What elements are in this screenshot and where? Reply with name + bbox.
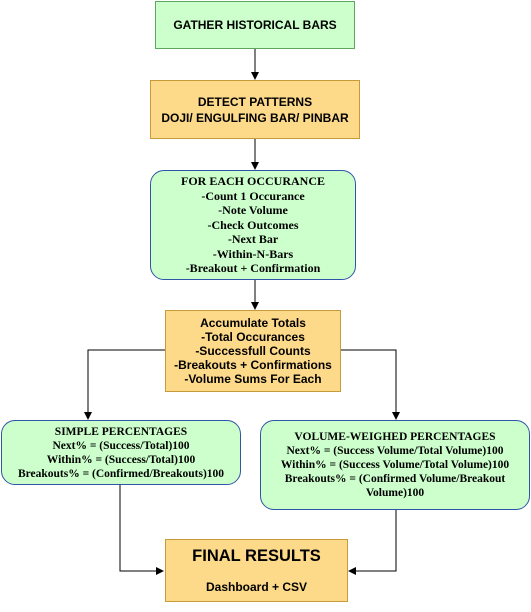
node-final-subtitle: Dashboard + CSV: [205, 580, 308, 594]
edge-simple-to-final: [119, 485, 164, 575]
node-simple-percentages: SIMPLE PERCENTAGES Next% = (Success/Tota…: [1, 420, 241, 485]
node-volume-line-2: Within% = (Success Volume/Total Volume)1…: [280, 459, 510, 471]
node-each-line-1: -Count 1 Occurance: [201, 188, 305, 203]
node-each-line-4: -Next Bar: [227, 232, 279, 247]
node-simple-title: SIMPLE PERCENTAGES: [54, 425, 188, 438]
node-each-line-6: -Breakout + Confirmation: [185, 261, 321, 276]
node-volume-line-4: Volume)100: [365, 487, 425, 499]
node-volume-title: VOLUME-WEIGHED PERCENTAGES: [294, 431, 496, 443]
node-each-title: FOR EACH OCCURANCE: [181, 174, 325, 189]
node-accumulate-line-4: -Breakouts + Confirmations: [174, 358, 332, 372]
node-final-title: FINAL RESULTS: [192, 547, 321, 565]
node-gather-label: GATHER HISTORICAL BARS: [173, 18, 337, 32]
node-accumulate-totals: Accumulate Totals -Total Occurances -Suc…: [165, 310, 341, 392]
node-each-line-2: -Note Volume: [218, 203, 288, 218]
node-accumulate-line-3: -Successfull Counts: [195, 344, 311, 358]
node-detect-line-1: DETECT PATTERNS: [197, 94, 313, 109]
node-accumulate-line-1: Accumulate Totals: [200, 316, 306, 330]
edge-accumulate-to-simple: [84, 349, 165, 420]
node-detect-line-2: DOJI/ ENGULFING BAR/ PINBAR: [161, 110, 349, 125]
edge-volume-to-final: [348, 510, 397, 575]
node-simple-line-1: Next% = (Success/Total)100: [52, 439, 190, 452]
node-gather-historical-bars: GATHER HISTORICAL BARS: [155, 1, 355, 49]
node-for-each-occurance: FOR EACH OCCURANCE -Count 1 Occurance -N…: [150, 170, 356, 280]
node-each-line-3: -Check Outcomes: [207, 217, 299, 232]
node-volume-line-3: Breakouts% = (Confirmed Volume/Breakout: [284, 473, 506, 485]
edge-accumulate-to-volume: [341, 349, 400, 420]
node-accumulate-line-2: -Total Occurances: [201, 330, 305, 344]
node-volume-weighed-percentages: VOLUME-WEIGHED PERCENTAGES Next% = (Succ…: [260, 420, 530, 510]
node-volume-line-1: Next% = (Success Volume/Total Volume)100: [286, 445, 504, 457]
node-simple-line-3: Breakouts% = (Confirmed/Breakouts)100: [17, 467, 225, 480]
node-final-results: FINAL RESULTS Dashboard + CSV: [165, 539, 348, 602]
node-detect-patterns: DETECT PATTERNS DOJI/ ENGULFING BAR/ PIN…: [150, 80, 360, 139]
node-accumulate-line-5: -Volume Sums For Each: [184, 372, 322, 386]
node-each-line-5: -Within-N-Bars: [212, 246, 294, 261]
node-simple-line-2: Within% = (Success/Total)100: [46, 453, 196, 466]
